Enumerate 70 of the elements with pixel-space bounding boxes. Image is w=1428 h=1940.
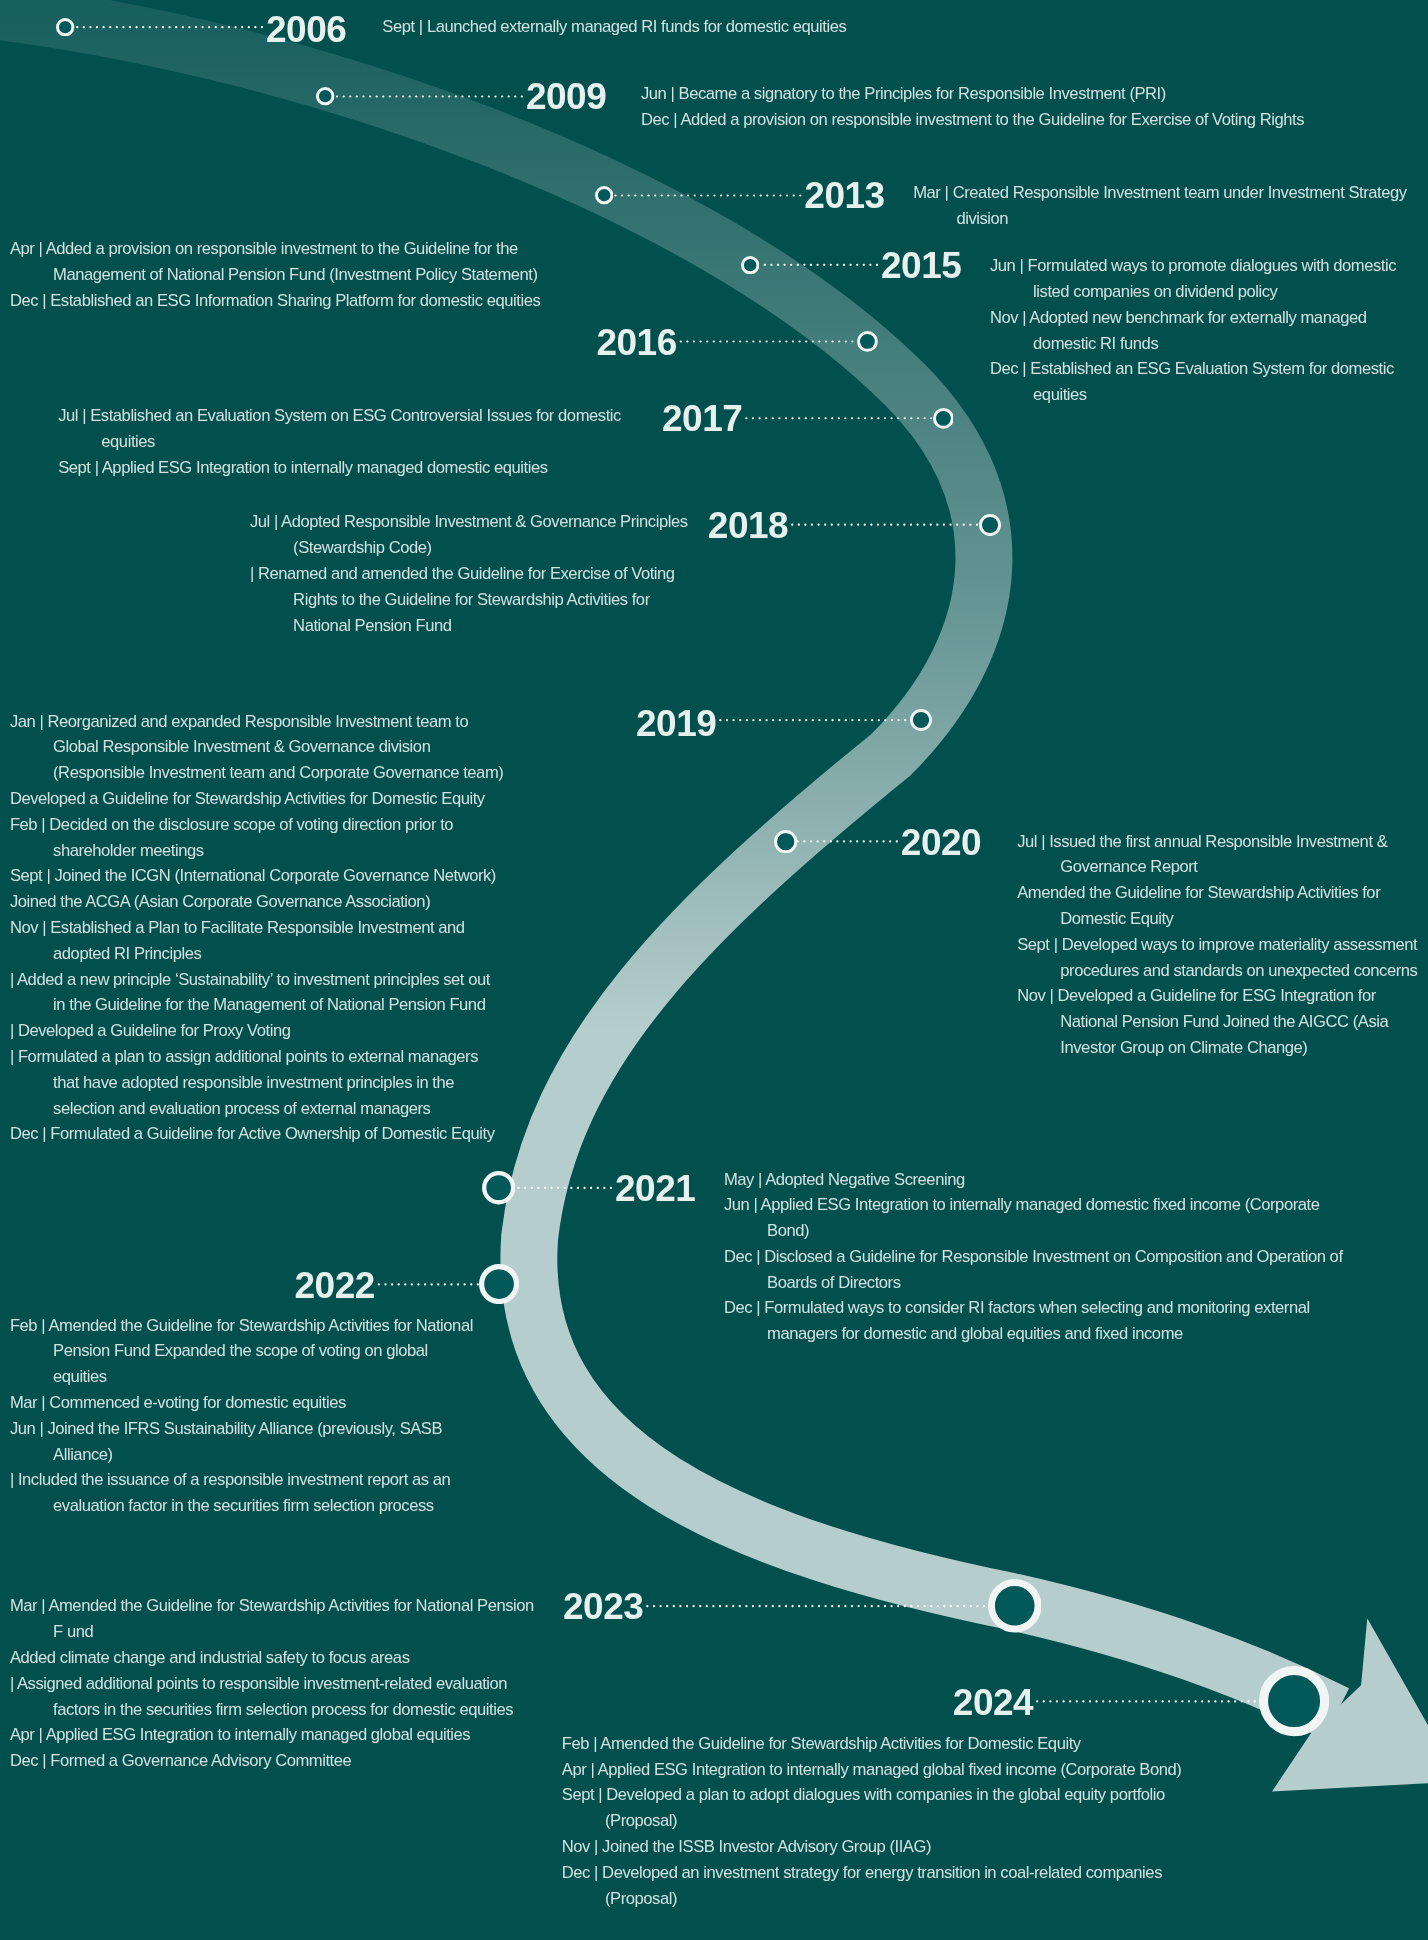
timeline-entry: Apr | Added a provision on responsible investment to the Guideline for the Management of National Pension Fund (Investment Policy Statement) xyxy=(9,237,539,286)
timeline-entry: | Assigned additional points to responsible investment-related evaluation factors in the securities firm selection process for domestic equities xyxy=(9,1672,515,1721)
year-label: 2009 xyxy=(525,76,607,117)
timeline-dot xyxy=(932,407,954,429)
timeline-dot xyxy=(1259,1666,1330,1737)
timeline-entry: Amended the Guideline for Stewardship Activities for Domestic Equity xyxy=(1017,882,1382,931)
timeline-entry: Feb | Amended the Guideline for Stewardship Activities for Domestic Equity xyxy=(561,1732,1082,1755)
timeline-entry: Jul | Established an Evaluation System on ESG Controversial Issues for domestic equities xyxy=(58,405,622,453)
year-label: 2015 xyxy=(881,246,962,287)
timeline-entry: Mar | Created Responsible Investment team under Investment Strategy division xyxy=(913,182,1408,231)
timeline-entry: Jul | Adopted Responsible Investment & Governance Principles (Stewardship Code) xyxy=(249,511,689,560)
timeline-entry: Dec | Added a provision on responsible investment to the Guideline for Exercise of Voting Rights xyxy=(641,109,1306,132)
timeline-entry: Developed a Guideline for Stewardship Activities for Domestic Equity xyxy=(9,788,486,811)
timeline-entry: Feb | Amended the Guideline for Stewardship Activities for National Pension Fund Expanded the scope of voting on global equities xyxy=(9,1314,474,1389)
timeline-entry: Feb | Decided on the disclosure scope of voting direction prior to shareholder meetings xyxy=(9,813,455,862)
timeline-entry: Dec | Formulated a Guideline for Active Ownership of Domestic Equity xyxy=(9,1123,496,1146)
timeline-entry: Dec | Developed an investment strategy for energy transition in coal-related companies (Proposal) xyxy=(561,1861,1163,1910)
year-label: 2022 xyxy=(294,1265,375,1306)
leader-line xyxy=(377,1283,480,1286)
year-label: 2019 xyxy=(636,703,717,744)
timeline-entry: Sept | Launched externally managed RI funds for domestic equities xyxy=(382,16,848,39)
timeline-entry: Dec | Formed a Governance Advisory Committee xyxy=(9,1750,353,1773)
timeline-entry: | Formulated a plan to assign additional points to external managers that have adopted responsible investment principles in the selection and evaluation process of external managers xyxy=(9,1046,480,1120)
timeline-entry: Joined the ACGA (Asian Corporate Governance Association) xyxy=(9,891,432,914)
timeline-entry: Nov | Developed a Guideline for ESG Integration for National Pension Fund Joined the AIGCC (Asia Investor Group on Climate Change) xyxy=(1017,985,1390,1060)
timeline-entry: Jun | Became a signatory to the Principles for Responsible Investment (PRI) xyxy=(641,83,1167,106)
timeline-entry: | Added a new principle ‘Sustainability’ to investment principles set out in the Guideline for the Management of National Pension Fund xyxy=(9,968,492,1017)
year-label: 2021 xyxy=(615,1169,696,1210)
timeline-entry: Mar | Amended the Guideline for Stewardship Activities for National Pension F und xyxy=(9,1595,535,1644)
year-label: 2023 xyxy=(563,1587,644,1628)
timeline-entry: Sept | Joined the ICGN (International Corporate Governance Network) xyxy=(9,865,497,888)
timeline-entry: Added climate change and industrial safety to focus areas xyxy=(9,1647,411,1669)
timeline-entry: Sept | Applied ESG Integration to internally managed domestic equities xyxy=(58,456,549,479)
timeline-entry: May | Adopted Negative Screening xyxy=(723,1168,966,1191)
timeline-dot xyxy=(987,1579,1042,1633)
timeline-entry: Jul | Issued the first annual Responsible Investment & Governance Report xyxy=(1017,830,1389,879)
timeline-entry: | Renamed and amended the Guideline for Exercise of Voting Rights to the Guideline for Stewardship Activities for National Pension Fund xyxy=(249,563,676,637)
leader-line xyxy=(791,523,980,526)
timeline-entry: Dec | Established an ESG Evaluation System for domestic equities xyxy=(989,358,1395,407)
year-label: 2016 xyxy=(596,322,677,363)
timeline-entry: Dec | Disclosed a Guideline for Responsible Investment on Composition and Operation of Boards of Directors xyxy=(723,1245,1343,1294)
timeline-dot xyxy=(481,1171,516,1205)
timeline-dot xyxy=(478,1264,519,1305)
leader-line xyxy=(745,417,934,420)
timeline-entry: Dec | Established an ESG Information Sharing Platform for domestic equities xyxy=(9,289,542,312)
timeline-entry: Jun | Formulated ways to promote dialogues with domestic listed companies on dividend policy xyxy=(989,255,1398,304)
timeline-entry: Dec | Formulated ways to consider RI factors when selecting and monitoring external managers for domestic and global equities and fixed income xyxy=(723,1297,1311,1346)
leader-line xyxy=(333,95,523,98)
timeline-entry: Sept | Developed a plan to adopt dialogues with companies in the global equity portfolio (Proposal) xyxy=(561,1784,1166,1833)
year-label: 2013 xyxy=(804,175,885,216)
year-label: 2020 xyxy=(900,822,982,863)
timeline-entry: | Developed a Guideline for Proxy Voting xyxy=(9,1020,292,1043)
year-label: 2024 xyxy=(952,1682,1034,1723)
year-label: 2018 xyxy=(707,505,789,546)
year-label: 2017 xyxy=(662,399,743,440)
timeline-entry: Apr | Applied ESG Integration to internally managed global equities xyxy=(9,1724,472,1747)
timeline-dot xyxy=(857,331,878,352)
timeline-entry: Nov | Joined the ISSB Investor Advisory Group (IIAG) xyxy=(561,1835,932,1858)
year-label: 2006 xyxy=(266,9,347,50)
timeline-entry: Nov | Adopted new benchmark for externally managed domestic RI funds xyxy=(989,306,1368,355)
leader-line xyxy=(611,194,802,197)
timeline-entry: | Included the issuance of a responsible investment report as an evaluation factor in the securities firm selection process xyxy=(9,1469,452,1518)
timeline-entry: Nov | Established a Plan to Facilitate Responsible Investment and adopted RI Principles xyxy=(9,917,466,965)
timeline-entry: Sept | Developed ways to improve materiality assessment procedures and standards on unexpected concerns xyxy=(1017,933,1419,982)
timeline-entry: Jun | Joined the IFRS Sustainability Alliance (previously, SASB Alliance) xyxy=(9,1417,444,1466)
timeline-entry: Apr | Applied ESG Integration to internally managed global fixed income (Corporate Bond) xyxy=(561,1758,1183,1781)
leader-line xyxy=(73,26,264,29)
timeline-entry: Jan | Reorganized and expanded Responsible Investment team to Global Responsible Investment & Governance division (Responsible Investment team and Corporate Governance team) xyxy=(9,710,505,785)
timeline-entry: Mar | Commenced e-voting for domestic equities xyxy=(9,1391,347,1414)
timeline-entry: Jun | Applied ESG Integration to internally managed domestic fixed income (Corporate Bond) xyxy=(723,1194,1321,1243)
